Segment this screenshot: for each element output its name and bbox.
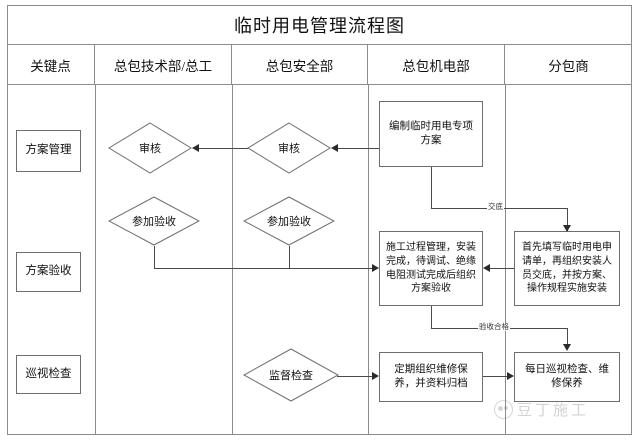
lane-header-safety: 总包安全部 bbox=[232, 45, 368, 84]
lane-separator-4 bbox=[505, 85, 506, 435]
lane-header-mechanical: 总包机电部 bbox=[368, 45, 505, 84]
lane-header-subcontractor: 分包商 bbox=[548, 58, 589, 74]
decision-tech-review-label: 审核 bbox=[139, 143, 161, 155]
edge-label-acceptance-pass: 验收合格 bbox=[478, 322, 510, 331]
decision-safety-review-label: 审核 bbox=[278, 143, 300, 155]
edge-makeplan-down bbox=[431, 167, 432, 208]
keypoint-patrol-inspection[interactable]: 巡视检查 bbox=[16, 355, 81, 394]
edge-maintenance-to-dailypatrol bbox=[483, 376, 508, 377]
arrowhead-subcontractor-apply bbox=[563, 225, 571, 232]
process-construction-manage[interactable]: 施工过程管理，安装完成，待调试、绝缘电阻测试完成后组织方案验收 bbox=[379, 231, 483, 306]
decision-safety-supervise[interactable]: 监督检查 bbox=[243, 348, 339, 402]
lane-header-row: 关键点 总包技术部/总工 总包安全部 总包机电部 分包商 bbox=[7, 45, 632, 85]
lane-separator-1 bbox=[95, 85, 96, 435]
arrowhead-construction-left bbox=[372, 264, 379, 272]
process-daily-patrol[interactable]: 每日巡视检查、维修保养 bbox=[514, 352, 620, 402]
decision-safety-review[interactable]: 审核 bbox=[247, 122, 331, 174]
lane-separator-2 bbox=[232, 85, 233, 435]
arrowhead-safety-review bbox=[331, 144, 338, 152]
edge-safetyaccept-down bbox=[289, 246, 290, 268]
process-make-plan[interactable]: 编制临时用电专项方案 bbox=[379, 101, 483, 167]
edge-construction-down bbox=[431, 306, 432, 328]
decision-tech-join-acceptance[interactable]: 参加验收 bbox=[108, 196, 200, 246]
keypoint-plan-acceptance[interactable]: 方案验收 bbox=[16, 252, 81, 292]
edge-to-dailypatrol-down bbox=[567, 328, 568, 346]
edge-safetyreview-to-techreview bbox=[198, 148, 248, 149]
decision-safety-supervise-label: 监督检查 bbox=[269, 370, 313, 382]
arrowhead-tech-review bbox=[192, 144, 199, 152]
edge-subcontractor-to-construction bbox=[489, 268, 514, 269]
lane-separator-3 bbox=[368, 85, 369, 435]
decision-tech-review[interactable]: 审核 bbox=[108, 122, 192, 174]
lane-header-keypoint: 关键点 bbox=[7, 45, 95, 84]
edge-label-disclosure: 交底 bbox=[487, 202, 504, 211]
edge-makeplan-to-safetyreview bbox=[337, 148, 379, 149]
decision-safety-join-acceptance-label: 参加验收 bbox=[267, 216, 311, 228]
decision-tech-join-acceptance-label: 参加验收 bbox=[132, 216, 176, 228]
page-title: 临时用电管理流程图 bbox=[7, 5, 632, 45]
decision-safety-join-acceptance[interactable]: 参加验收 bbox=[243, 196, 335, 246]
process-apply-install[interactable]: 首先填写临时用电申请单，再组织安装人员交底，并按方案、操作规程实施安装 bbox=[514, 231, 620, 306]
wechat-icon bbox=[494, 400, 513, 419]
edge-to-subcontractor-down bbox=[567, 208, 568, 231]
edge-techaccept-down bbox=[154, 246, 155, 268]
arrowhead-construction-right bbox=[483, 264, 490, 272]
watermark-text: 豆丁施工 bbox=[517, 403, 590, 419]
arrowhead-maintenance bbox=[372, 372, 379, 380]
watermark: 豆丁施工 bbox=[494, 399, 589, 420]
edge-supervise-to-maintenance bbox=[337, 376, 373, 377]
process-maintenance[interactable]: 定期组织维修保养，并资料归档 bbox=[379, 352, 483, 402]
keypoint-plan-management[interactable]: 方案管理 bbox=[16, 130, 81, 172]
arrowhead-daily-patrol-left bbox=[507, 372, 514, 380]
edge-acceptance-bus bbox=[154, 268, 373, 269]
lane-header-tech: 总包技术部/总工 bbox=[95, 45, 232, 84]
arrowhead-daily-patrol bbox=[563, 344, 571, 351]
